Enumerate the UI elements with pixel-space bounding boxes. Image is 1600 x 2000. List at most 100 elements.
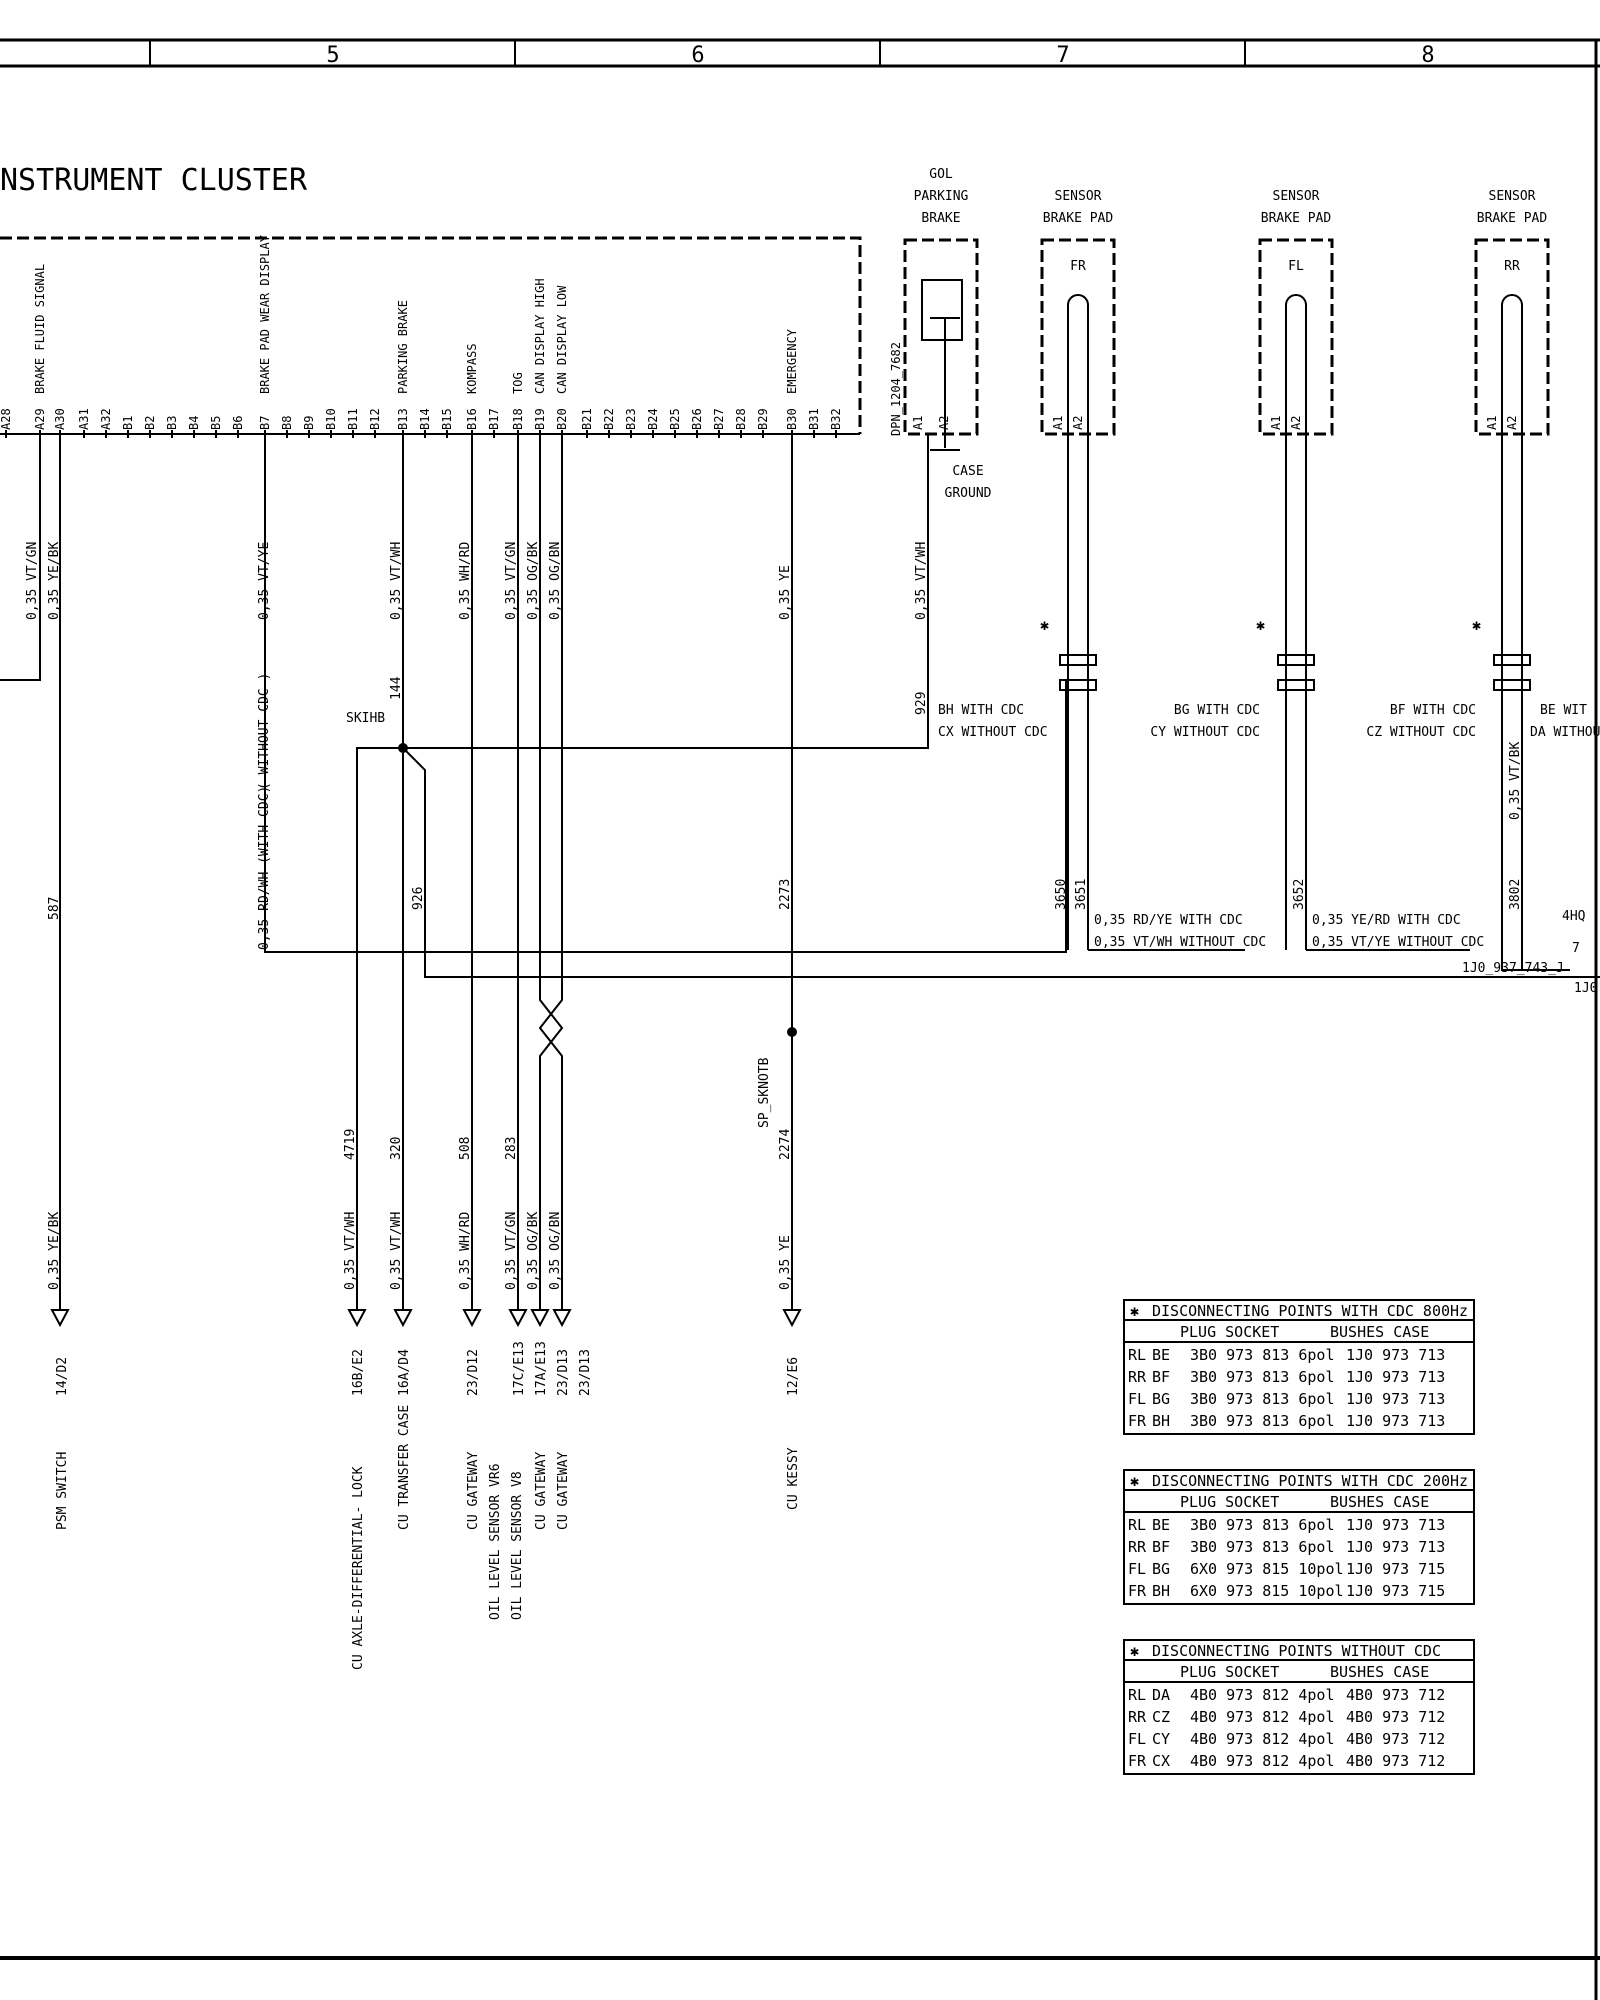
wire-label: 0,35 VT/WH <box>914 542 929 620</box>
cluster-pin-label: B13 <box>396 408 410 430</box>
parking-brake-title: PARKING <box>914 189 969 204</box>
table-cell: BH <box>1152 1582 1170 1600</box>
cluster-pin-label: A31 <box>77 408 91 430</box>
table-cell: 1J0 973 713 <box>1346 1346 1445 1364</box>
sensor-fr-box <box>1040 238 1116 436</box>
table-cell: RL <box>1128 1346 1146 1364</box>
ref-label: 16B/E2 <box>351 1349 366 1396</box>
table-cell: 1J0 973 713 <box>1346 1368 1445 1386</box>
wire-label: 0,35 OG/BK <box>526 542 541 620</box>
table-cell: BF <box>1152 1538 1170 1556</box>
parking-brake-part: DPN_1204_7682 <box>889 342 903 436</box>
cluster-box <box>0 236 862 434</box>
cluster-pin-signal: BRAKE PAD WEAR DISPLAY <box>258 234 272 394</box>
table-cell: FR <box>1128 1582 1147 1600</box>
cdc-note: BF WITH CDC <box>1390 703 1476 718</box>
wire-label: 0,35 VT/GN <box>504 1212 519 1290</box>
table-cell: 4B0 973 812 4pol <box>1190 1752 1335 1770</box>
cluster-pin-label: B11 <box>346 408 360 430</box>
case-ground: GROUND <box>945 486 992 501</box>
wire-label: 0,35 YE <box>778 565 793 620</box>
table-nocdc: ✱ DISCONNECTING POINTS WITHOUT CDC PLUG … <box>1128 1642 1445 1770</box>
pin-a2: A2 <box>1505 416 1519 430</box>
sensor-fl-title: BRAKE PAD <box>1261 211 1332 226</box>
wire-id: 144 <box>389 676 404 700</box>
col-6: 6 <box>691 43 704 68</box>
cluster-pin-label: B24 <box>646 408 660 430</box>
table-cell: BE <box>1152 1516 1170 1534</box>
cluster-pin-label: A32 <box>99 408 113 430</box>
ref-label: 16A/D4 <box>397 1349 412 1396</box>
cluster-pin-label: B15 <box>440 408 454 430</box>
cluster-pin-label: B29 <box>756 408 770 430</box>
table-cell: CZ <box>1152 1708 1170 1726</box>
cluster-pin-label: B3 <box>165 416 179 430</box>
table-cell: FR <box>1128 1412 1147 1430</box>
cluster-pin-label: B6 <box>231 416 245 430</box>
wire-id: 3650 <box>1054 879 1069 910</box>
star-marker: ✱ <box>1040 616 1049 634</box>
wire-id: 587 <box>47 897 62 920</box>
wire-label: 0,35 VT/WH <box>389 542 404 620</box>
table-head: BUSHES CASE <box>1330 1323 1429 1341</box>
table-cell: 1J0 973 713 <box>1346 1516 1445 1534</box>
wire-label: 0,35 OG/BN <box>548 1212 563 1290</box>
cluster-pin-label: B14 <box>418 408 432 430</box>
pin-a1: A1 <box>1269 416 1283 430</box>
sensor-fl-box <box>1258 238 1334 436</box>
table-cell: 3B0 973 813 6pol <box>1190 1390 1335 1408</box>
cluster-pin-signal: TOG <box>511 372 525 394</box>
table-cell: 1J0 973 713 <box>1346 1412 1445 1430</box>
sensor-fr-pos: FR <box>1070 259 1086 274</box>
ref-label: 12/E6 <box>786 1357 801 1396</box>
table-cell: CY <box>1152 1730 1170 1748</box>
wire-label: ( WITHOUT CDC ) <box>257 673 272 790</box>
parking-brake-title: BRAKE <box>921 211 960 226</box>
table-cell: RL <box>1128 1516 1146 1534</box>
table-head: PLUG SOCKET <box>1180 1493 1279 1511</box>
pin-a2: A2 <box>1289 416 1303 430</box>
dest-label: OIL LEVEL SENSOR VR6 <box>488 1463 503 1620</box>
star-marker: ✱ <box>1256 616 1265 634</box>
table-cell: FL <box>1128 1560 1146 1578</box>
table-800hz: ✱ DISCONNECTING POINTS WITH CDC 800Hz PL… <box>1128 1302 1468 1430</box>
wire-label: 0,35 YE/BK <box>47 542 62 620</box>
table-cell: 4B0 973 712 <box>1346 1686 1445 1704</box>
cluster-pin-signal: PARKING BRAKE <box>396 300 410 394</box>
cluster-pin-label: B10 <box>324 408 338 430</box>
wire-id: 3802 <box>1508 879 1523 910</box>
wire-label: 0,35 WH/RD <box>458 1212 473 1290</box>
wire-label: 0,35 VT/WH <box>389 1212 404 1290</box>
splice-label: SP_SKNOTB <box>757 1057 772 1128</box>
connector-label: 1J0_937_743_J <box>1462 961 1564 976</box>
ref-label: 23/D13 <box>556 1349 571 1396</box>
cluster-pin-label: B30 <box>785 408 799 430</box>
col-8: 8 <box>1421 43 1434 68</box>
cluster-pin-label: B4 <box>187 416 201 430</box>
cluster-pin-signal: KOMPASS <box>465 343 479 394</box>
table-cell: BH <box>1152 1412 1170 1430</box>
sensor-fr-title: BRAKE PAD <box>1043 211 1114 226</box>
table-cell: 3B0 973 813 6pol <box>1190 1368 1335 1386</box>
cdc-note: BG WITH CDC <box>1174 703 1260 718</box>
table-800hz-frame <box>1123 1299 1475 1435</box>
wire-id: 283 <box>504 1137 519 1160</box>
table-cell: 4B0 973 712 <box>1346 1708 1445 1726</box>
cluster-pin-label: B9 <box>302 416 316 430</box>
cluster-pin-label: A29 <box>33 408 47 430</box>
ground-note: 0,35 VT/WH WITHOUT CDC <box>1094 935 1266 950</box>
table-cell: 3B0 973 813 6pol <box>1190 1412 1335 1430</box>
sensor-rr-pos: RR <box>1504 259 1520 274</box>
cdc-note: DA WITHOU <box>1530 725 1600 740</box>
table-cell: DA <box>1152 1686 1170 1704</box>
connector-label: 4HQ <box>1562 909 1586 924</box>
dest-label: CU KESSY <box>786 1447 801 1510</box>
cluster-pin-signal: CAN DISPLAY HIGH <box>533 278 547 394</box>
dest-label: CU GATEWAY <box>466 1452 481 1530</box>
wire-label: 0,35 OG/BN <box>548 542 563 620</box>
wire-id: 2274 <box>778 1129 793 1160</box>
wire-label: 0,35 YE <box>778 1235 793 1290</box>
star-marker: ✱ <box>1472 616 1481 634</box>
star-marker: ✱ <box>1130 1642 1139 1660</box>
